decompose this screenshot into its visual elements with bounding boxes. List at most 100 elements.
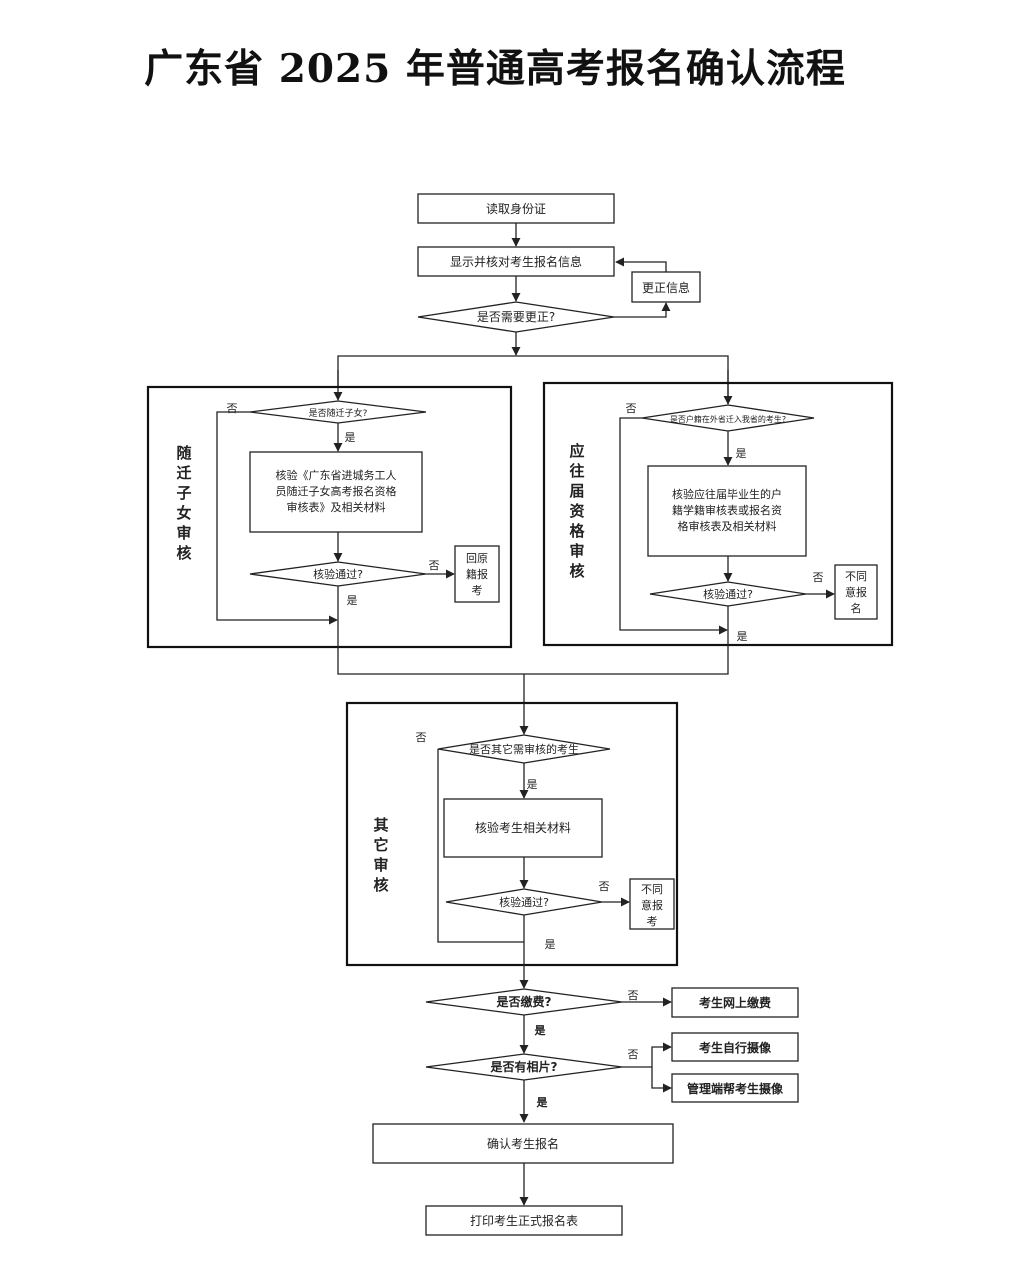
- payment-yes-label: 是: [534, 1024, 547, 1037]
- right-section-frame: [542, 381, 894, 647]
- svg-text:核验通过?: 核验通过?: [703, 587, 753, 601]
- svg-text:意报: 意报: [641, 898, 663, 912]
- svg-text:回原: 回原: [466, 552, 488, 565]
- show-info-label: 显示并核对考生报名信息: [450, 254, 582, 269]
- other-passed-decision: 核验通过?: [445, 888, 603, 916]
- svg-text:管理端帮考生摄像: 管理端帮考生摄像: [687, 1081, 784, 1096]
- photo-decision: 是否有相片?: [425, 1053, 623, 1081]
- right-question-no-label: 否: [626, 402, 637, 415]
- svg-text:它: 它: [373, 836, 388, 854]
- svg-text:考生自行摄像: 考生自行摄像: [699, 1040, 772, 1055]
- svg-text:届: 届: [569, 482, 584, 500]
- svg-text:不同: 不同: [641, 883, 663, 896]
- split-line: [337, 355, 729, 398]
- left-question-yes-label: 是: [345, 431, 356, 444]
- svg-text:是否有相片?: 是否有相片?: [490, 1059, 558, 1074]
- svg-text:籍报: 籍报: [466, 567, 488, 581]
- right-passed-decision: 核验通过?: [649, 581, 807, 607]
- svg-text:格审核表及相关材料: 格审核表及相关材料: [678, 519, 777, 533]
- right-question-yes-label: 是: [736, 447, 747, 460]
- right-passed-yes-label: 是: [737, 630, 748, 643]
- svg-text:审: 审: [569, 542, 584, 560]
- read-id-step: 读取身份证: [417, 193, 615, 224]
- online-payment-box: 考生网上缴费: [671, 987, 799, 1018]
- svg-text:女: 女: [176, 504, 191, 522]
- svg-text:审: 审: [373, 856, 388, 874]
- left-fail-box: 回原 籍报 考: [454, 545, 500, 603]
- right-verify-step: 核验应往届毕业生的户 籍学籍审核表或报名资 格审核表及相关材料: [647, 465, 807, 557]
- svg-text:核: 核: [569, 562, 584, 580]
- left-question-no-line: [216, 411, 338, 625]
- svg-text:核验通过?: 核验通过?: [499, 895, 549, 909]
- svg-text:迁: 迁: [176, 464, 191, 482]
- svg-text:名: 名: [851, 601, 862, 615]
- other-fail-box: 不同 意报 考: [629, 878, 675, 930]
- svg-text:格: 格: [569, 522, 585, 540]
- photo-no-label: 否: [628, 1048, 639, 1061]
- photo-yes-label: 是: [536, 1096, 549, 1109]
- svg-text:是否随迁子女?: 是否随迁子女?: [309, 407, 368, 419]
- payment-decision: 是否缴费?: [425, 988, 623, 1016]
- svg-text:往: 往: [569, 462, 584, 480]
- left-passed-no-label: 否: [429, 559, 440, 572]
- svg-text:意报: 意报: [845, 585, 867, 599]
- arrow-need-to-correct: [614, 302, 671, 318]
- other-question-no-label: 否: [416, 731, 427, 744]
- arrow-photo-self: [651, 1042, 672, 1067]
- svg-text:是否户籍在外省迁入我省的考生?: 是否户籍在外省迁入我省的考生?: [670, 414, 786, 424]
- svg-text:考: 考: [472, 584, 483, 597]
- left-passed-yes-label: 是: [347, 594, 358, 607]
- page-title: 广东省 2025 年普通高考报名确认流程: [144, 46, 846, 92]
- svg-text:员随迁子女高考报名资格: 员随迁子女高考报名资格: [276, 484, 397, 498]
- show-info-step: 显示并核对考生报名信息: [417, 246, 615, 277]
- svg-text:核验应往届毕业生的户: 核验应往届毕业生的户: [672, 487, 782, 501]
- svg-text:审核表》及相关材料: 审核表》及相关材料: [287, 500, 386, 514]
- svg-text:资: 资: [569, 502, 584, 520]
- payment-no-label: 否: [628, 989, 639, 1002]
- svg-text:其: 其: [373, 816, 388, 834]
- other-passed-no-label: 否: [599, 880, 610, 893]
- svg-text:是否其它需审核的考生: 是否其它需审核的考生: [469, 742, 579, 756]
- right-exit-line: [524, 606, 729, 675]
- admin-photo-box: 管理端帮考生摄像: [671, 1073, 799, 1103]
- svg-text:核验《广东省进城务工人: 核验《广东省进城务工人: [276, 468, 397, 482]
- arrow-correct-to-show: [615, 257, 667, 272]
- arrow-photo-admin: [651, 1067, 672, 1093]
- right-fail-box: 不同 意报 名: [834, 564, 878, 620]
- svg-text:核: 核: [176, 544, 191, 562]
- svg-text:籍学籍审核表或报名资: 籍学籍审核表或报名资: [672, 503, 782, 517]
- svg-text:打印考生正式报名表: 打印考生正式报名表: [470, 1213, 578, 1228]
- svg-text:审: 审: [176, 524, 191, 542]
- need-correct-label: 是否需要更正?: [477, 310, 555, 324]
- left-section-frame: [146, 385, 513, 649]
- svg-text:随: 随: [176, 444, 191, 462]
- right-question-no-line: [619, 417, 728, 635]
- left-passed-decision: 核验通过?: [249, 561, 427, 587]
- left-question-decision: 是否随迁子女?: [249, 400, 427, 424]
- svg-text:核验通过?: 核验通过?: [313, 567, 363, 581]
- right-question-decision: 是否户籍在外省迁入我省的考生?: [641, 404, 815, 432]
- left-section-title: 随 迁 子 女 审 核: [176, 444, 191, 562]
- svg-text:子: 子: [176, 484, 191, 502]
- svg-text:应: 应: [569, 442, 584, 460]
- other-question-decision: 是否其它需审核的考生: [437, 734, 611, 764]
- right-passed-no-label: 否: [813, 571, 824, 584]
- svg-text:确认考生报名: 确认考生报名: [487, 1136, 559, 1151]
- svg-text:不同: 不同: [845, 570, 867, 583]
- other-section-frame: [345, 701, 679, 967]
- svg-text:考: 考: [647, 915, 658, 928]
- svg-text:核验考生相关材料: 核验考生相关材料: [475, 820, 571, 835]
- right-section-title: 应 往 届 资 格 审 核: [569, 442, 585, 580]
- other-passed-yes-label: 是: [545, 938, 556, 951]
- other-question-yes-label: 是: [527, 778, 538, 791]
- left-exit-line: [337, 586, 524, 675]
- left-verify-step: 核验《广东省进城务工人 员随迁子女高考报名资格 审核表》及相关材料: [249, 451, 423, 533]
- other-section-title: 其 它 审 核: [373, 816, 388, 894]
- svg-text:是否缴费?: 是否缴费?: [496, 994, 552, 1009]
- left-question-no-label: 否: [227, 402, 238, 415]
- print-step: 打印考生正式报名表: [425, 1205, 623, 1236]
- other-verify-step: 核验考生相关材料: [443, 798, 603, 858]
- correct-info-step: 更正信息: [631, 271, 701, 303]
